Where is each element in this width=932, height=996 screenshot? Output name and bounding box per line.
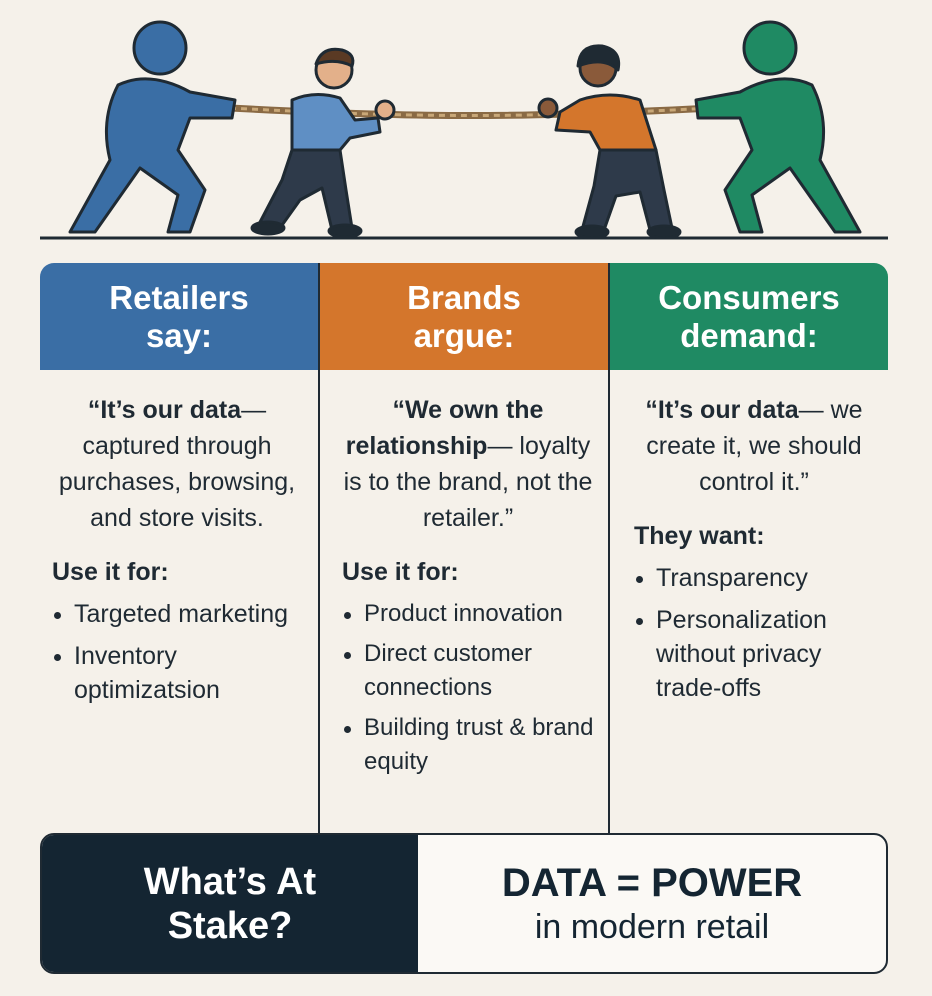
consumer-person-icon — [537, 44, 682, 240]
list-item: Building trust & brand equity — [342, 711, 594, 779]
list-item: Personalization without privacy trade-of… — [634, 603, 874, 705]
consumers-column: “It’s our data— we create it, we should … — [634, 392, 874, 713]
retailer-figure-icon — [68, 20, 237, 234]
list-item: Direct customer connections — [342, 637, 594, 705]
stake-subline: in modern retail — [534, 907, 770, 946]
retailers-quote: “It’s our data— captured through purchas… — [58, 396, 296, 532]
column-divider-left — [318, 263, 320, 833]
brand-person-icon — [250, 47, 396, 239]
consumers-quote: “It’s our data— we create it, we should … — [645, 396, 863, 496]
stake-answer: DATA = POWER in modern retail — [418, 835, 886, 972]
consumers-list: Transparency Personalization without pri… — [634, 561, 874, 705]
stake-headline: DATA = POWER — [501, 860, 803, 905]
list-item: Inventory optimizatsion — [52, 639, 302, 707]
list-item: Product innovation — [342, 597, 594, 631]
consumer-figure-icon — [694, 20, 862, 234]
retailers-column: “It’s our data— captured through purchas… — [52, 392, 302, 715]
tug-of-war-illustration — [40, 20, 888, 240]
brands-list-title: Use it for: — [342, 558, 459, 586]
retailers-list: Targeted marketing Inventory optimizatsi… — [52, 597, 302, 707]
consumers-list-title: They want: — [634, 522, 765, 550]
brands-quote: “We own the relationship— loyalty is to … — [343, 396, 593, 532]
brands-column: “We own the relationship— loyalty is to … — [342, 392, 594, 785]
column-divider-right — [608, 263, 610, 833]
retailers-list-title: Use it for: — [52, 558, 169, 586]
list-item: Transparency — [634, 561, 874, 595]
list-item: Targeted marketing — [52, 597, 302, 631]
brands-list: Product innovation Direct customer conne… — [342, 597, 594, 779]
